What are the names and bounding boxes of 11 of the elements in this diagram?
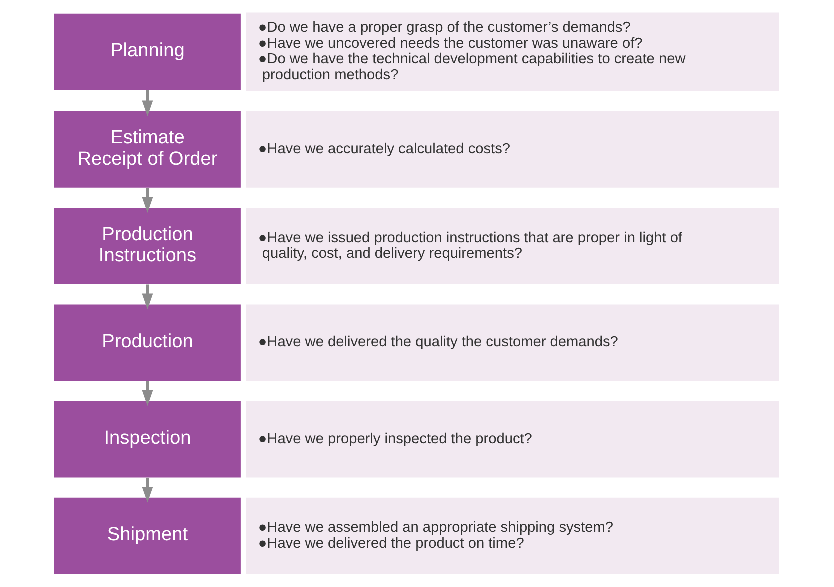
node-box: Planning <box>54 14 241 90</box>
node-box: Production <box>54 304 241 382</box>
node-box: Production Instructions <box>54 208 241 285</box>
node-box: Inspection <box>54 401 241 478</box>
arrow <box>142 381 154 406</box>
arrow <box>142 478 154 503</box>
arrow <box>142 188 154 213</box>
node-box: Estimate Receipt of Order <box>54 112 241 188</box>
node-box: Shipment <box>54 498 241 574</box>
arrow <box>142 284 154 310</box>
arrow <box>142 90 154 116</box>
